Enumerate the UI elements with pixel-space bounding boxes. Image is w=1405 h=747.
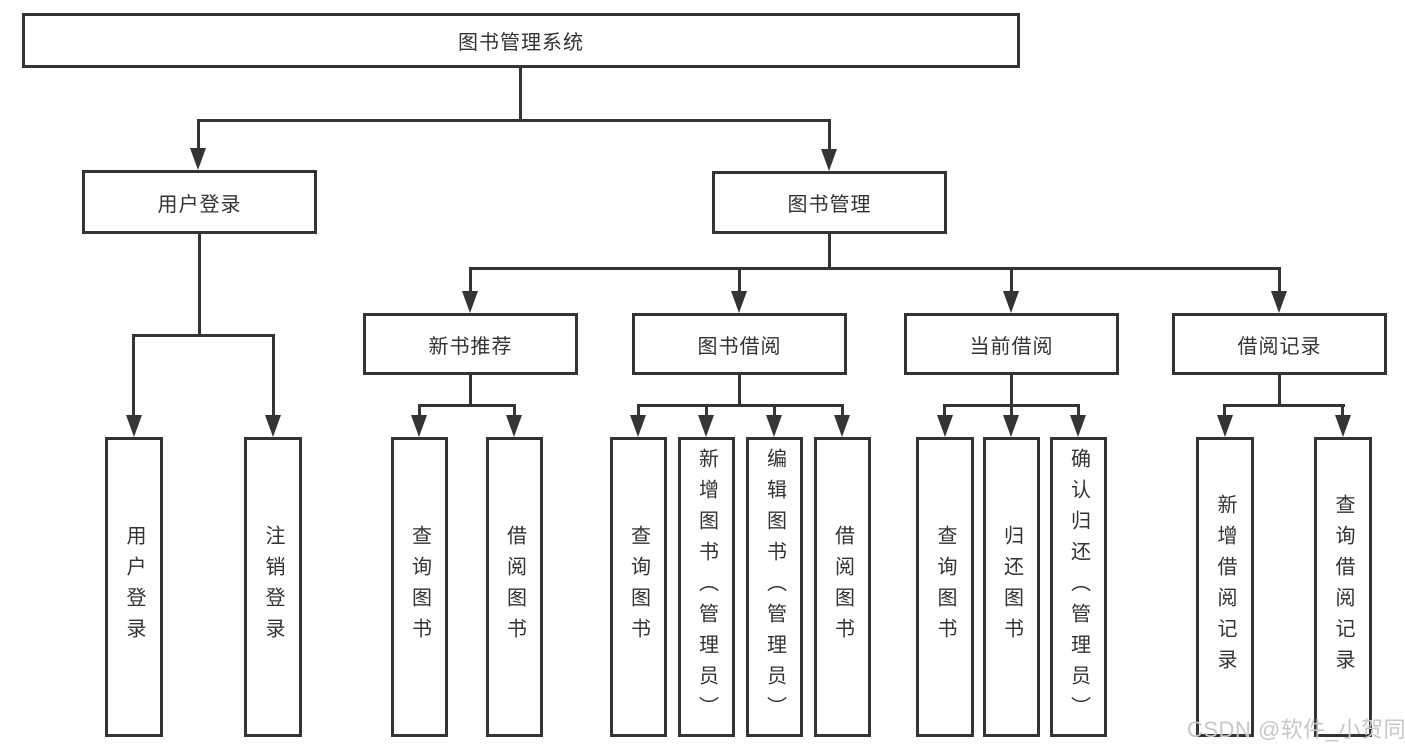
leaf-logout: 注销登录 [244, 437, 302, 737]
leaf-query-books-2: 查询图书 [610, 437, 667, 737]
connector-line [705, 404, 708, 418]
leaf-label: 确认归还（管理员） [1067, 447, 1090, 727]
arrowhead-down [1335, 415, 1351, 437]
connector-line [1278, 375, 1281, 407]
node-book-management: 图书管理 [712, 171, 947, 234]
leaf-label: 归还图书 [1000, 525, 1023, 649]
leaf-label: 查询图书 [408, 525, 431, 649]
connector-line [637, 404, 640, 418]
arrowhead-down [698, 415, 714, 437]
connector-line [738, 375, 741, 407]
connector-line [828, 234, 831, 270]
arrowhead-down [411, 415, 427, 437]
arrowhead-down [1003, 415, 1019, 437]
node-borrowing-records: 借阅记录 [1172, 313, 1387, 375]
leaf-query-borrow-record: 查询借阅记录 [1314, 437, 1372, 737]
node-library-system: 图书管理系统 [22, 13, 1020, 68]
arrowhead-down [126, 415, 142, 437]
arrowhead-down [937, 415, 953, 437]
leaf-label: 新增图书（管理员） [695, 447, 718, 727]
leaf-query-books-1: 查询图书 [391, 437, 448, 737]
connector-line [1077, 404, 1080, 418]
leaf-label: 查询借阅记录 [1332, 494, 1354, 680]
connector-line [197, 119, 200, 151]
leaf-borrow-books-2: 借阅图书 [814, 437, 871, 737]
node-label: 当前借阅 [969, 335, 1054, 358]
leaf-edit-book-admin: 编辑图书（管理员） [746, 437, 803, 737]
arrowhead-down [731, 291, 747, 313]
leaf-label: 新增借阅记录 [1214, 494, 1236, 680]
leaf-query-books-3: 查询图书 [916, 437, 974, 737]
connector-line [469, 267, 1281, 270]
connector-line [132, 334, 275, 337]
leaf-label: 查询图书 [934, 525, 956, 649]
arrowhead-down [265, 415, 281, 437]
leaf-return-book: 归还图书 [983, 437, 1040, 737]
node-label: 图书借阅 [697, 335, 782, 358]
connector-line [469, 375, 472, 407]
connector-line [272, 334, 275, 417]
connector-line [828, 119, 831, 152]
leaf-label: 注销登录 [262, 525, 284, 649]
arrowhead-down [506, 415, 522, 437]
node-label: 用户登录 [157, 193, 242, 216]
arrowhead-down [1003, 291, 1019, 313]
leaf-label: 借阅图书 [503, 525, 526, 649]
node-label: 图书管理系统 [458, 32, 584, 54]
connector-line [943, 404, 946, 418]
arrowhead-down [821, 149, 837, 171]
connector-line [197, 119, 831, 122]
arrowhead-down [630, 415, 646, 437]
node-user-login: 用户登录 [82, 170, 317, 234]
connector-line [418, 404, 421, 418]
leaf-label: 用户登录 [123, 525, 145, 649]
arrowhead-down [834, 415, 850, 437]
watermark: CSDN @软件_小贺同学 [1187, 717, 1405, 742]
connector-line [1010, 375, 1013, 407]
connector-line [1010, 404, 1013, 418]
leaf-add-book-admin: 新增图书（管理员） [678, 437, 735, 737]
node-label: 图书管理 [787, 194, 872, 216]
connector-line [1223, 404, 1345, 407]
arrowhead-down [1070, 415, 1086, 437]
arrowhead-down [766, 415, 782, 437]
connector-line [773, 404, 776, 418]
connector-line [1223, 404, 1226, 418]
node-new-book-recommend: 新书推荐 [363, 313, 578, 375]
connector-line [841, 404, 844, 418]
node-label: 借阅记录 [1237, 335, 1322, 358]
connector-line [637, 404, 844, 407]
node-book-borrowing: 图书借阅 [632, 313, 847, 375]
arrowhead-down [190, 148, 206, 170]
leaf-label: 编辑图书（管理员） [763, 447, 786, 727]
connector-line [1010, 267, 1013, 294]
leaf-label: 查询图书 [627, 525, 650, 649]
connector-line [513, 404, 516, 418]
connector-line [418, 404, 516, 407]
node-current-borrowing: 当前借阅 [904, 313, 1119, 375]
connector-line [132, 334, 135, 417]
leaf-user-login: 用户登录 [105, 437, 163, 737]
leaf-confirm-return-admin: 确认归还（管理员） [1050, 437, 1107, 737]
connector-line [519, 68, 522, 122]
arrowhead-down [1271, 291, 1287, 313]
arrowhead-down [462, 291, 478, 313]
connector-line [1278, 267, 1281, 294]
connector-line [1341, 404, 1344, 418]
leaf-borrow-books-1: 借阅图书 [486, 437, 543, 737]
arrowhead-down [1217, 415, 1233, 437]
connector-line [198, 234, 201, 337]
leaf-label: 借阅图书 [831, 525, 854, 649]
node-label: 新书推荐 [428, 335, 513, 358]
connector-line [469, 267, 472, 294]
leaf-add-borrow-record: 新增借阅记录 [1196, 437, 1254, 737]
connector-line [738, 267, 741, 294]
